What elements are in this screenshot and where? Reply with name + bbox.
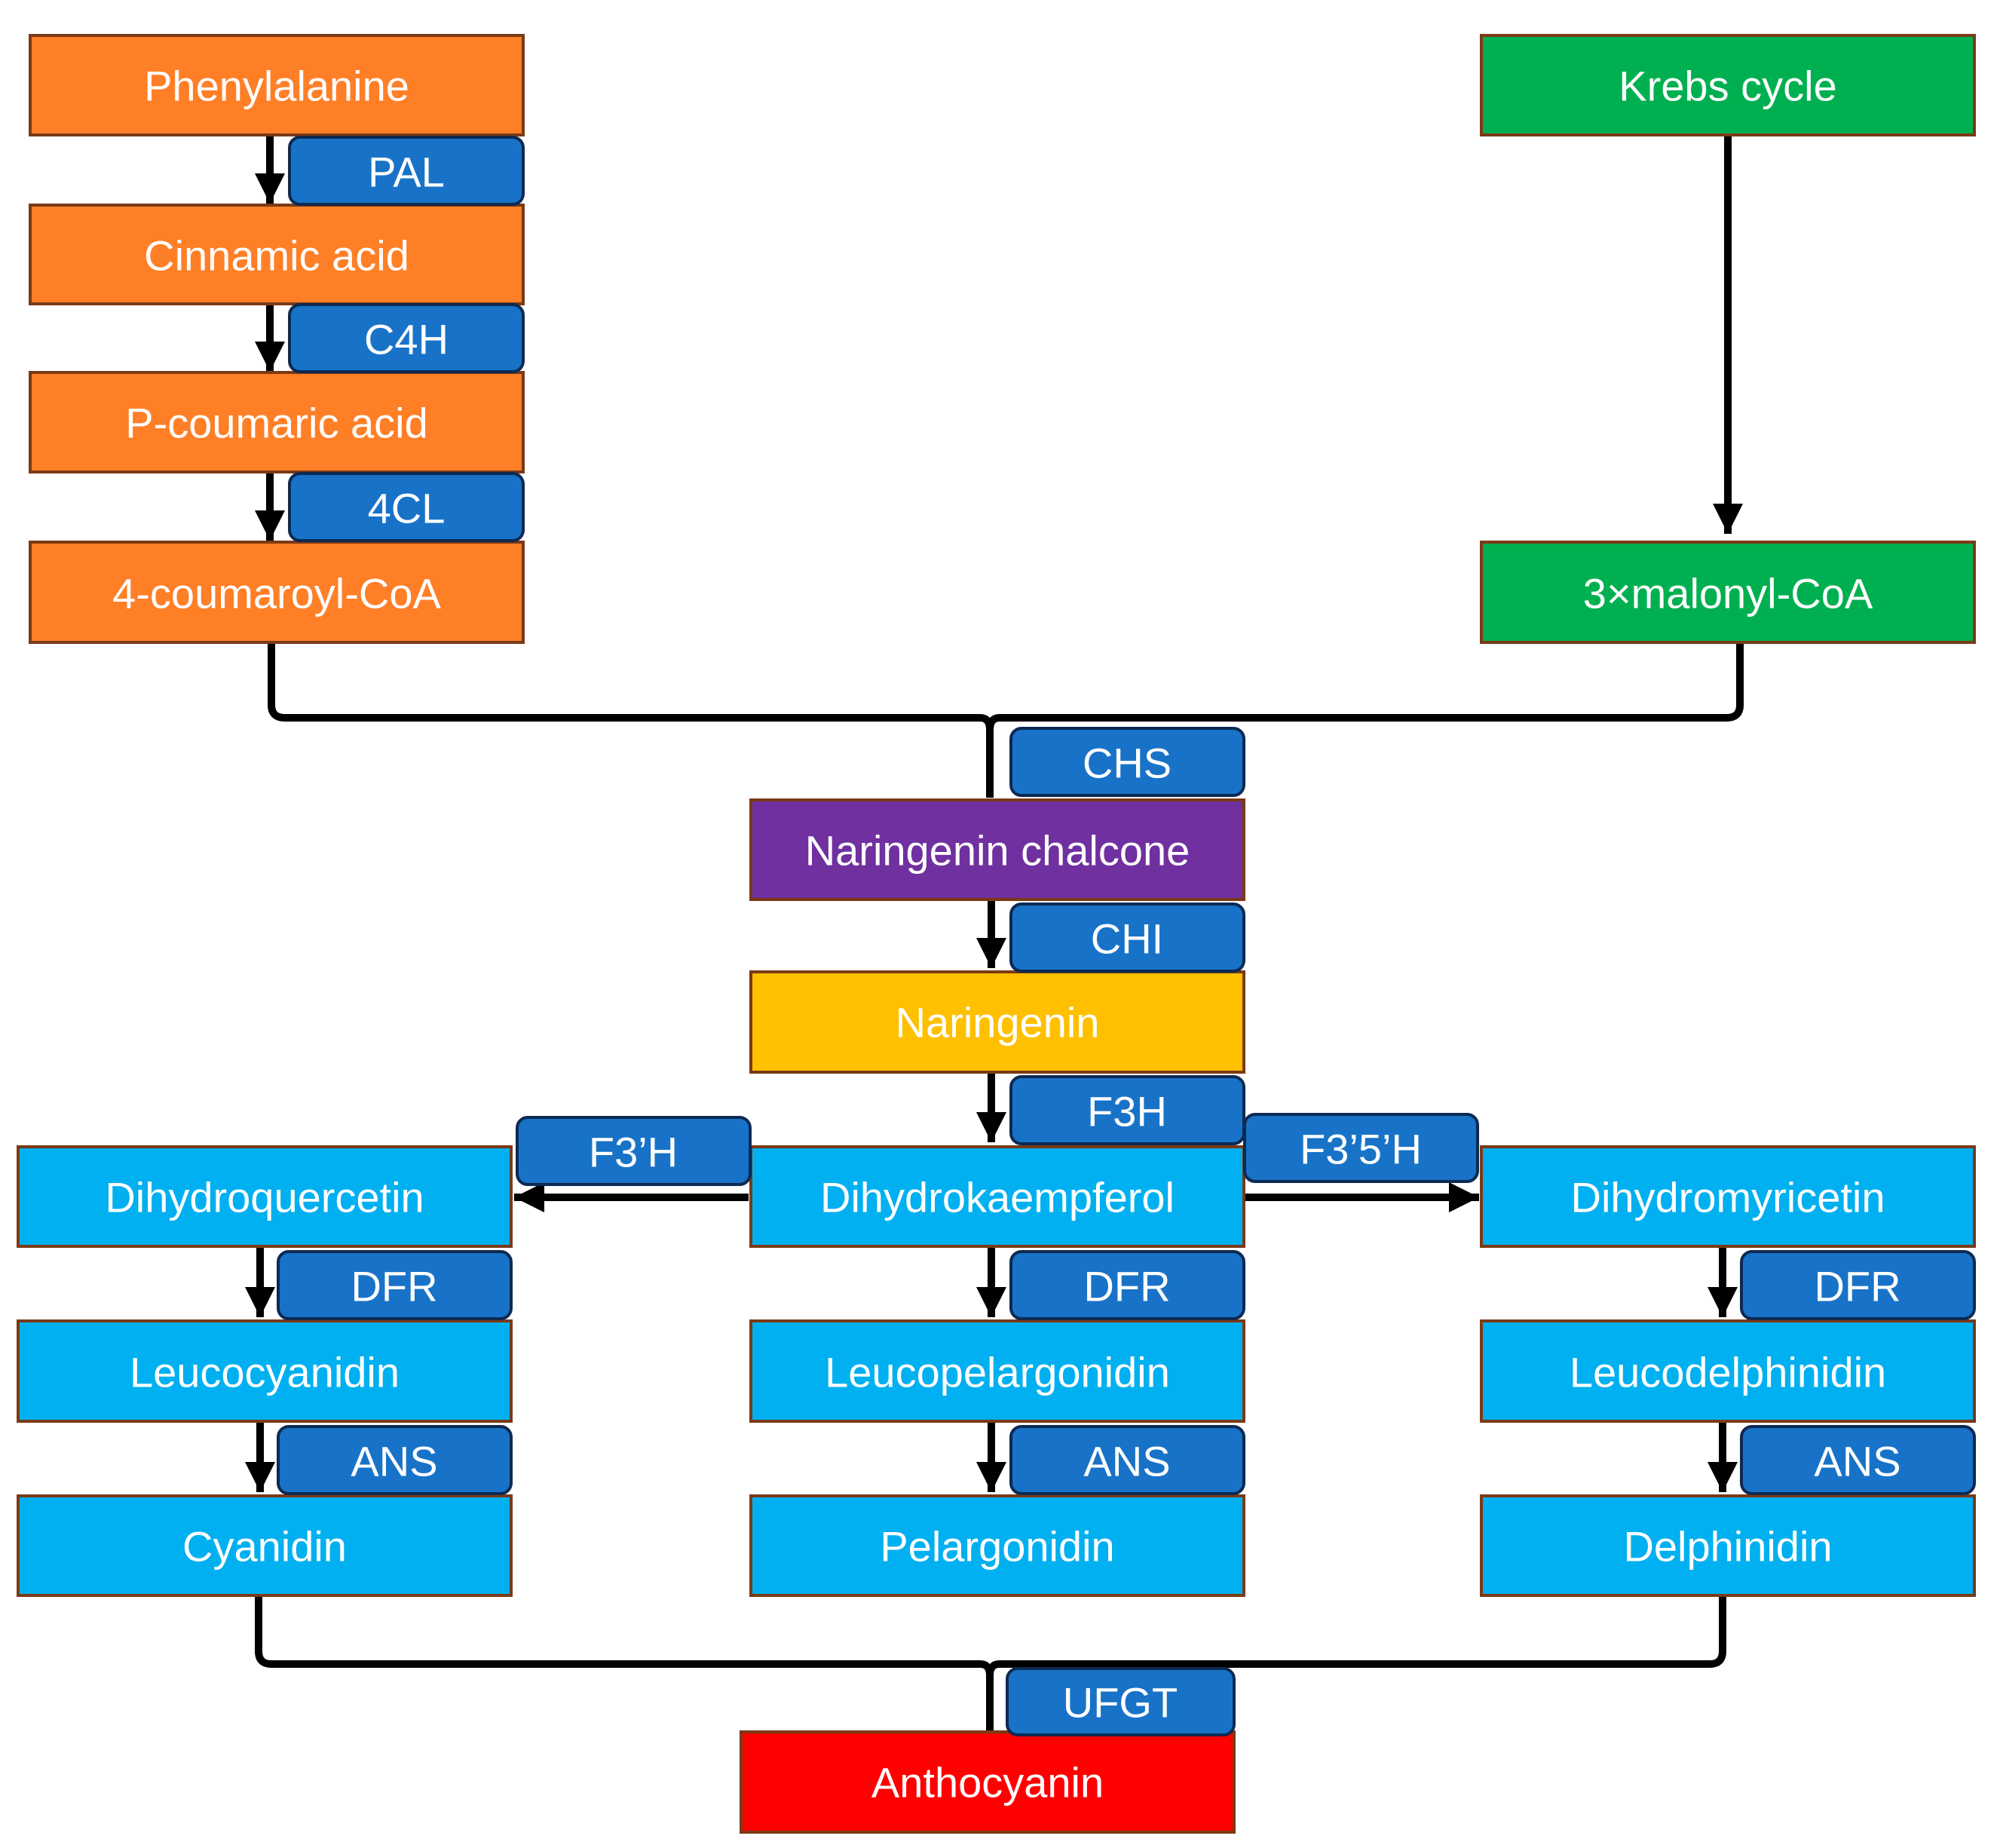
compound-label: 3×malonyl-CoA — [1583, 570, 1873, 618]
compound-leucopelargonidin: Leucopelargonidin — [749, 1319, 1245, 1423]
compound-label: Leucocyanidin — [130, 1349, 400, 1396]
enzyme-label: CHI — [1091, 915, 1163, 963]
compound-label: Dihydroquercetin — [105, 1174, 424, 1221]
compound-dihydromyricetin: Dihydromyricetin — [1480, 1145, 1976, 1248]
compound-label: Phenylalanine — [144, 63, 409, 110]
compound-label: Dihydrokaempferol — [820, 1174, 1175, 1221]
compound-label: Krebs cycle — [1619, 63, 1836, 110]
enzyme-label: ANS — [1814, 1438, 1901, 1485]
compound-pelargonidin: Pelargonidin — [749, 1494, 1245, 1597]
enzyme-f3prime-h: F3’H — [516, 1116, 752, 1186]
compound-malonyl-coa: 3×malonyl-CoA — [1480, 541, 1976, 644]
compound-dihydroquercetin: Dihydroquercetin — [17, 1145, 513, 1248]
enzyme-dfr-right: DFR — [1740, 1250, 1976, 1320]
enzyme-ans-left: ANS — [277, 1425, 513, 1495]
compound-label: Leucopelargonidin — [825, 1349, 1170, 1396]
enzyme-label: ANS — [351, 1438, 437, 1485]
enzyme-label: ANS — [1083, 1438, 1170, 1485]
enzyme-ans-middle: ANS — [1009, 1425, 1245, 1495]
enzyme-f3h: F3H — [1009, 1075, 1245, 1145]
compound-leucodelphinidin: Leucodelphinidin — [1480, 1319, 1976, 1423]
compound-4-coumaroyl-coa: 4-coumaroyl-CoA — [29, 541, 525, 644]
compound-cinnamic-acid: Cinnamic acid — [29, 204, 525, 305]
compound-label: Naringenin — [896, 999, 1100, 1047]
compound-label: Cinnamic acid — [144, 232, 409, 280]
enzyme-label: DFR — [1814, 1263, 1901, 1310]
compound-leucocyanidin: Leucocyanidin — [17, 1319, 513, 1423]
compound-anthocyanin: Anthocyanin — [740, 1730, 1236, 1834]
enzyme-c4h: C4H — [288, 303, 525, 373]
enzyme-pal: PAL — [288, 136, 525, 206]
compound-p-coumaric-acid: P-coumaric acid — [29, 371, 525, 473]
enzyme-ufgt: UFGT — [1006, 1667, 1236, 1736]
enzyme-ans-right: ANS — [1740, 1425, 1976, 1495]
enzyme-f3prime5prime-h: F3’5’H — [1243, 1113, 1479, 1183]
compound-naringenin: Naringenin — [749, 970, 1245, 1074]
enzyme-label: PAL — [368, 149, 445, 196]
compound-label: Dihydromyricetin — [1571, 1174, 1885, 1221]
compound-label: Naringenin chalcone — [805, 827, 1190, 875]
compound-label: Anthocyanin — [871, 1759, 1104, 1807]
enzyme-label: DFR — [351, 1263, 437, 1310]
enzyme-dfr-left: DFR — [277, 1250, 513, 1320]
enzyme-label: F3’5’H — [1300, 1126, 1422, 1173]
compound-phenylalanine: Phenylalanine — [29, 34, 525, 136]
compound-label: P-coumaric acid — [125, 400, 427, 447]
merge-line-ufgt-right — [986, 1595, 1726, 1676]
compound-label: Delphinidin — [1623, 1523, 1832, 1571]
enzyme-label: F3H — [1087, 1088, 1167, 1135]
enzyme-label: C4H — [364, 316, 449, 363]
enzyme-dfr-middle: DFR — [1009, 1250, 1245, 1320]
merge-line-chs-right — [986, 642, 1744, 731]
compound-delphinidin: Delphinidin — [1480, 1494, 1976, 1597]
enzyme-label: UFGT — [1063, 1679, 1178, 1727]
enzyme-label: CHS — [1083, 740, 1172, 787]
merge-line-ufgt — [255, 1595, 994, 1732]
compound-label: Cyanidin — [182, 1523, 347, 1571]
compound-label: Pelargonidin — [880, 1523, 1114, 1571]
compound-label: 4-coumaroyl-CoA — [112, 570, 441, 618]
enzyme-chi: CHI — [1009, 903, 1245, 973]
enzyme-chs: CHS — [1009, 727, 1245, 797]
merge-line-chs — [268, 642, 994, 798]
compound-naringenin-chalcone: Naringenin chalcone — [749, 798, 1245, 901]
connectors — [245, 135, 1744, 1732]
enzyme-label: 4CL — [368, 485, 446, 532]
compound-cyanidin: Cyanidin — [17, 1494, 513, 1597]
compound-krebs-cycle: Krebs cycle — [1480, 34, 1976, 136]
compound-dihydrokaempferol: Dihydrokaempferol — [749, 1145, 1245, 1248]
enzyme-label: F3’H — [589, 1129, 678, 1176]
compound-label: Leucodelphinidin — [1570, 1349, 1886, 1396]
enzyme-4cl: 4CL — [288, 472, 525, 542]
enzyme-label: DFR — [1083, 1263, 1170, 1310]
